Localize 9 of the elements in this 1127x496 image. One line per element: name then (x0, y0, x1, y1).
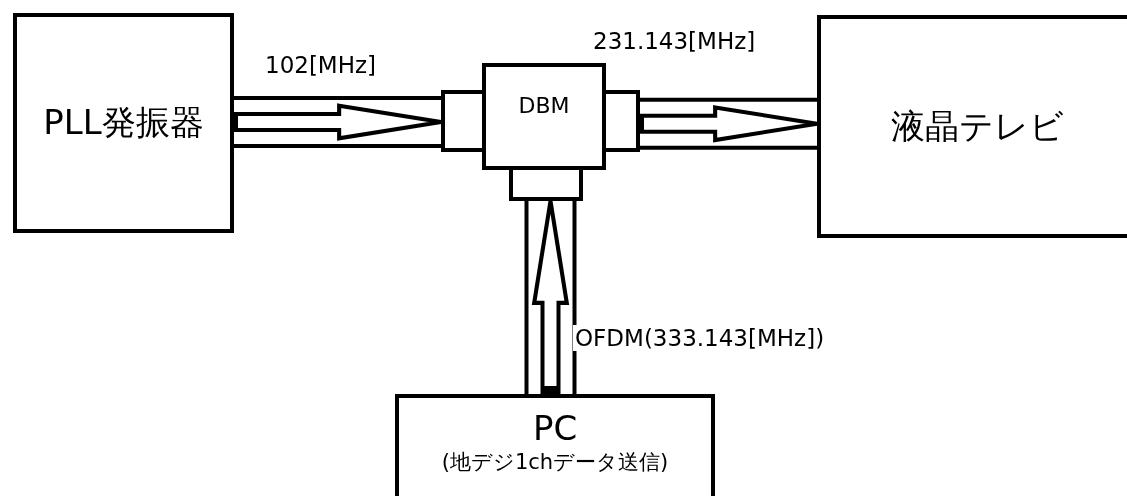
node-title: DBM (518, 93, 570, 118)
device-box (395, 394, 715, 496)
node-title: PC (532, 408, 578, 448)
subtitle-text: (地デジ1chデータ送信) (441, 449, 669, 476)
device-box (817, 15, 1127, 238)
node-title: 液晶テレビ (890, 104, 1064, 148)
node-title: PLL発振器 (43, 101, 204, 144)
device-box (13, 13, 234, 233)
mixer-box (482, 63, 606, 170)
